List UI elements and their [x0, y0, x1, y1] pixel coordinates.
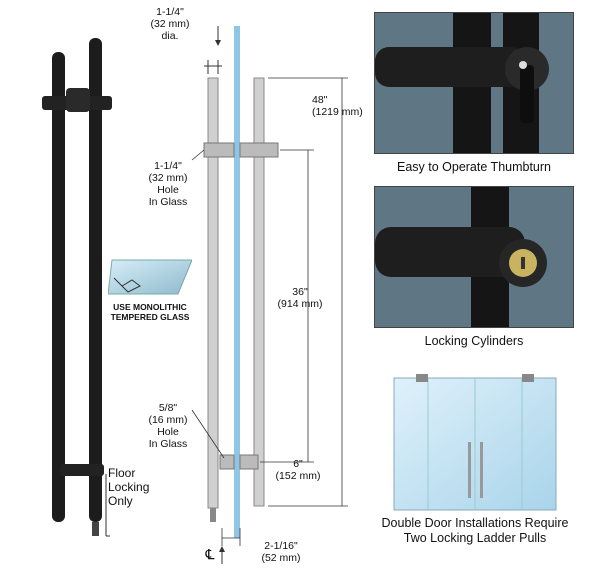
double-door-photo: [392, 366, 558, 512]
dimension-diagram: [191, 26, 348, 564]
double-door-image: [393, 374, 557, 511]
black-ladder-pull-illustration: [30, 30, 120, 550]
bottom-standoff: [219, 454, 235, 470]
centerline-symbol: ℄: [205, 546, 215, 562]
top-standoff-right: [239, 142, 279, 158]
dimension-bottom-offset: 6" (152 mm): [275, 458, 321, 482]
thumbturn-image: [375, 13, 573, 153]
bottom-standoff-right: [239, 454, 259, 470]
thumbturn-caption: Easy to Operate Thumbturn: [396, 160, 552, 174]
locking-cylinder-photo: [374, 186, 574, 328]
floor-locking-label: Floor Locking Only: [108, 466, 150, 508]
thumbturn-photo: [374, 12, 574, 154]
tempered-glass-text: USE MONOLITHIC TEMPERED GLASS: [110, 302, 190, 322]
dimension-overall-height: 48" (1219 mm): [312, 94, 363, 118]
locking-cylinder-caption: Locking Cylinders: [424, 334, 524, 348]
double-door-caption: Double Door Installations Require Two Lo…: [381, 516, 569, 545]
ladder-pull-drawing: [42, 38, 112, 536]
tempered-glass-badge: USE MONOLITHIC TEMPERED GLASS: [108, 258, 192, 322]
locking-cylinder-image: [375, 187, 573, 327]
glass-panel: [234, 26, 240, 538]
dimension-diameter: 1-1/4" (32 mm) dia.: [150, 6, 190, 42]
dimension-top-hole: 1-1/4" (32 mm) Hole In Glass: [148, 160, 188, 208]
right-bar: [253, 77, 265, 507]
floor-lock-leader: [105, 474, 110, 537]
dimension-bottom-hole: 5/8" (16 mm) Hole In Glass: [148, 402, 188, 450]
dimension-projection: 2-1/16" (52 mm): [261, 540, 301, 564]
glass-pane-icon: [108, 259, 192, 295]
top-standoff: [203, 142, 235, 158]
floor-pin: [210, 508, 216, 522]
dimension-center: 36" (914 mm): [277, 286, 323, 310]
